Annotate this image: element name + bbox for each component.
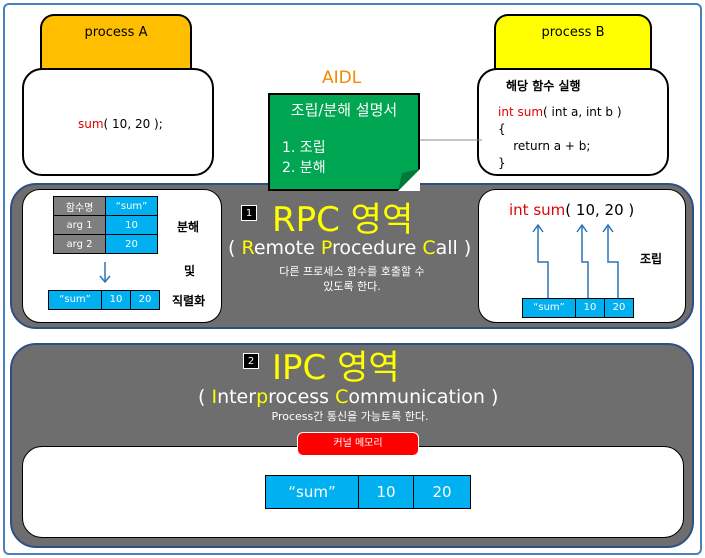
function-name: sum <box>78 117 104 131</box>
aidl-connector <box>414 139 482 141</box>
process-b-card <box>477 68 669 176</box>
function-name: sum <box>517 105 544 119</box>
note-title: 조립/분해 설명서 <box>290 101 398 119</box>
process-a-code: sum( 10, 20 ); <box>78 117 163 131</box>
outer-frame <box>3 3 702 555</box>
function-name: sum <box>533 201 566 219</box>
table-cell: “sum” <box>105 196 158 216</box>
note-item-assemble: 1. 조립 <box>282 140 326 156</box>
process-b-heading: 해당 함수 실행 <box>506 79 581 93</box>
function-params: ( int a, int b ) <box>543 105 622 119</box>
assembled-row: “sum” 10 20 <box>522 298 634 318</box>
label-assemble: 조립 <box>640 252 663 266</box>
label-decompose: 분해 <box>177 220 200 234</box>
table-row: 함수명“sum” <box>53 196 158 216</box>
aidl-label: AIDL <box>322 68 362 88</box>
serialized-row: “sum” 10 20 <box>48 290 160 310</box>
assembled-cell: “sum” <box>523 299 576 317</box>
call-args: ( 10, 20 ) <box>565 201 635 219</box>
memory-cell: 20 <box>414 476 470 508</box>
label-serialize: 직렬화 <box>172 294 206 308</box>
process-a-card <box>22 68 214 176</box>
function-body: { return a + b; } <box>498 122 591 170</box>
assembled-cell: 10 <box>576 299 605 317</box>
table-cell: arg 2 <box>53 234 106 254</box>
table-cell: 20 <box>105 234 158 254</box>
rpc-number-badge: 1 <box>241 205 257 221</box>
kernel-memory-label: 커널 메모리 <box>297 432 419 456</box>
note-fold <box>398 169 420 191</box>
memory-cell: “sum” <box>266 476 359 508</box>
table-cell: 10 <box>105 215 158 235</box>
table-cell: arg 1 <box>53 215 106 235</box>
function-args: ( 10, 20 ); <box>103 117 163 131</box>
ipc-title: IPC 영역 <box>272 348 400 388</box>
serialized-cell: 10 <box>102 291 131 309</box>
process-b-code: int sum( int a, int b ) { return a + b; … <box>498 104 622 172</box>
process-b-title: process B <box>541 25 605 40</box>
ipc-number-badge: 2 <box>243 353 259 369</box>
memory-cell: 10 <box>359 476 414 508</box>
serialized-cell: 20 <box>131 291 159 309</box>
note-item-decompose: 2. 분해 <box>282 160 326 176</box>
aidl-note: 조립/분해 설명서 1. 조립 2. 분해 <box>268 93 420 191</box>
return-type: int <box>509 201 529 219</box>
label-and: 및 <box>184 264 196 278</box>
assembled-cell: 20 <box>605 299 633 317</box>
serialized-cell: “sum” <box>49 291 102 309</box>
rpc-title: RPC 영역 <box>272 200 414 240</box>
return-type: int <box>498 105 514 119</box>
rpc-subtitle: ( Remote Procedure Call ) <box>228 237 472 259</box>
down-arrow-icon <box>99 262 111 284</box>
table-cell: 함수명 <box>53 196 106 216</box>
assemble-arrows <box>532 223 619 299</box>
memory-row: “sum” 10 20 <box>265 475 471 509</box>
remote-call: int sum( 10, 20 ) <box>509 201 634 219</box>
ipc-description: Process간 통신을 가능토록 한다. <box>271 410 429 423</box>
process-a-title: process A <box>84 25 148 40</box>
ipc-subtitle: ( Interprocess Communication ) <box>198 386 499 408</box>
